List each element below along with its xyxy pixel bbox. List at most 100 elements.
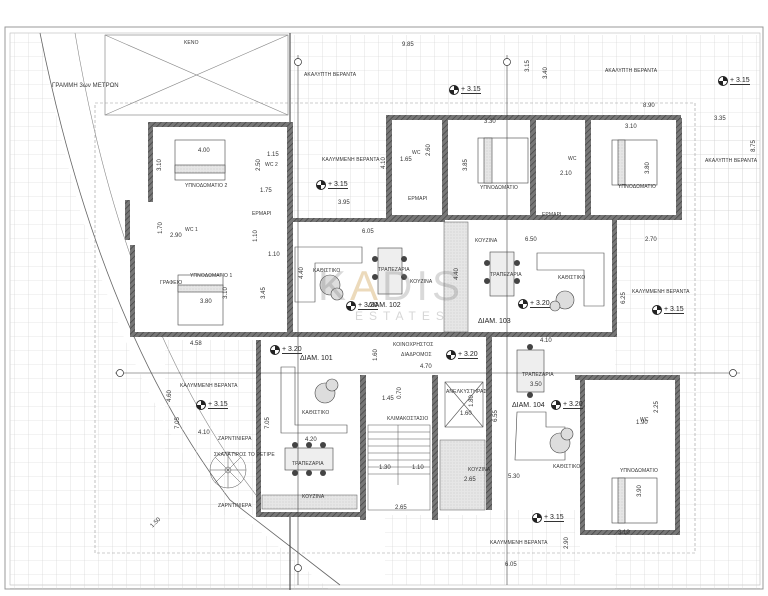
dimension: 3.45	[260, 287, 267, 299]
dimension: 4.60	[166, 390, 173, 402]
dimension: 2.65	[464, 477, 476, 483]
room-living-101: ΚΑΘΙΣΤΙΚΟ	[302, 410, 330, 416]
dimension: 7.05	[174, 417, 181, 429]
elevation-marker-102: + 3.20	[346, 301, 378, 311]
apartment-101-label: ΔΙΑΜ. 101	[300, 355, 333, 362]
dimension: 1.60	[372, 349, 379, 361]
elevation-marker-101: + 3.20	[270, 345, 302, 355]
dimension: 6.50	[525, 237, 537, 243]
dimension: 2.10	[560, 171, 572, 177]
room-kitchen-102: ΚΟΥΖΙΝΑ	[410, 279, 433, 285]
room-kitchen-103: ΚΟΥΖΙΝΑ	[475, 238, 498, 244]
apartment-103-label: ΔΙΑΜ. 103	[478, 318, 511, 325]
dimension: 5.30	[508, 474, 520, 480]
dimension: 4.00	[198, 148, 210, 154]
common-corridor-label-2: ΔΙΑΔΡΟΜΟΣ	[401, 352, 432, 358]
room-wc-a: WC	[412, 150, 421, 156]
room-wc-b: WC	[568, 156, 577, 162]
dimension: 4.10	[380, 157, 387, 169]
dimension: 3.10	[156, 159, 163, 171]
common-corridor-label-1: ΚΟΙΝΟΧΡΗΣΤΟΣ	[393, 342, 434, 348]
level-marker-icon	[446, 350, 456, 360]
room-dining-103: ΤΡΑΠΕΖΑΡΙΑ	[490, 272, 522, 278]
dimension: 4.10	[198, 430, 210, 436]
dimension: 1.45	[382, 396, 394, 402]
dimension: 1.10	[252, 230, 259, 242]
level-marker-icon	[652, 305, 662, 315]
dimension: 8.75	[750, 140, 757, 152]
level-marker-icon	[532, 513, 542, 523]
apartment-102-label: ΔΙΑΜ. 102	[368, 302, 401, 309]
dimension: 4.58	[190, 341, 202, 347]
dimension: 1.75	[260, 188, 272, 194]
room-dining-101: ΤΡΑΠΕΖΑΡΙΑ	[292, 461, 324, 467]
dimension: 6.05	[505, 562, 517, 568]
room-living-102: ΚΑΘΙΣΤΙΚΟ	[313, 268, 341, 274]
covered-veranda-label-3: ΚΑΛΥΜΜΕΝΗ ΒΕΡΑΝΤΑ	[180, 383, 238, 389]
room-wc-2: WC 2	[265, 162, 278, 168]
elevation-marker-veranda-topright: + 3.15	[718, 76, 750, 86]
apartment-104-label: ΔΙΑΜ. 104	[512, 402, 545, 409]
dimension: 6.55	[492, 410, 499, 422]
dimension: 1.10	[412, 465, 424, 471]
dimension: 4.10	[540, 338, 552, 344]
dimension: 6.05	[362, 229, 374, 235]
room-bedroom-a: ΥΠΝΟΔΩΜΑΤΙΟ	[480, 185, 518, 191]
dimension: 0.70	[396, 387, 403, 399]
dimension: 3.10	[222, 287, 229, 299]
room-living-104: ΚΑΘΙΣΤΙΚΟ	[553, 464, 581, 470]
planter-label-1: ΖΑΡΝΤΙΝΙΕΡΑ	[218, 436, 252, 442]
void-label: ΚΕΝΟ	[184, 40, 199, 46]
room-kitchen-104: ΚΟΥΖΙΝΑ	[468, 467, 491, 473]
elevation-marker-veranda-top: + 3.15	[449, 85, 481, 95]
closet-label-3: ΕΡΜΑΡΙ	[542, 212, 562, 218]
elevation-marker-104: + 3.20	[551, 400, 583, 410]
room-wc-1: WC 1	[185, 227, 198, 233]
elevation-marker-veranda-right: + 3.15	[652, 305, 684, 315]
covered-veranda-label-2: ΚΑΛΥΜΜΕΝΗ ΒΕΡΑΝΤΑ	[632, 289, 690, 295]
watermark-logo: KADIS	[318, 262, 465, 309]
dimension: 4.40	[453, 268, 460, 280]
level-marker-icon	[316, 180, 326, 190]
dimension: 7.05	[264, 417, 271, 429]
dimension: 1.10	[268, 252, 280, 258]
dimension: 3.15	[524, 60, 531, 72]
spiral-stair-label: ΣΚΑΛΑ ΠΡΟΣ ΤΟ ΡΕΤΙΡΕ	[214, 452, 275, 458]
open-veranda-label-3: ΑΚΑΛΥΠΤΗ ΒΕΡΑΝΤΑ	[705, 158, 758, 164]
dimension: 1.80	[468, 395, 475, 407]
staircase-label: ΚΛΙΜΑΚΟΣΤΑΣΙΟ	[387, 416, 429, 422]
dimension: 3.50	[530, 382, 542, 388]
dimension: 4.70	[420, 364, 432, 370]
dimension: 9.85	[402, 42, 414, 48]
elevation-marker-veranda-south: + 3.15	[532, 513, 564, 523]
dimension: 3.90	[636, 485, 643, 497]
dimension: 1.15	[267, 152, 279, 158]
dimension: 3.80	[644, 162, 651, 174]
dimension: 2.90	[563, 537, 570, 549]
dimension: 8.90	[643, 103, 655, 109]
room-bedroom-c: ΥΠΝΟΔΩΜΑΤΙΟ	[620, 468, 658, 474]
room-wc-c: WC	[640, 417, 649, 423]
level-marker-icon	[718, 76, 728, 86]
room-living-103: ΚΑΘΙΣΤΙΚΟ	[558, 275, 586, 281]
level-marker-icon	[551, 400, 561, 410]
dimension: 1.65	[400, 157, 412, 163]
dimension: 2.60	[425, 144, 432, 156]
dimension: 1.30	[379, 465, 391, 471]
level-marker-icon	[346, 301, 356, 311]
room-bedroom-b: ΥΠΝΟΔΩΜΑΤΙΟ	[618, 184, 656, 190]
dimension: 2.70	[645, 237, 657, 243]
covered-veranda-label-4: ΚΑΛΥΜΜΕΝΗ ΒΕΡΑΝΤΑ	[490, 540, 548, 546]
closet-label-2: ΕΡΜΑΡΙ	[408, 196, 428, 202]
elevation-marker-veranda-sw: + 3.15	[196, 400, 228, 410]
dimension: 6.25	[620, 292, 627, 304]
room-kitchen-101: ΚΟΥΖΙΝΑ	[302, 494, 325, 500]
dimension: 3.10	[625, 124, 637, 130]
dimension: 4.20	[305, 437, 317, 443]
dimension: 2.65	[395, 505, 407, 511]
dimension: 1.70	[157, 222, 164, 234]
room-dining-102: ΤΡΑΠΕΖΑΡΙΑ	[378, 267, 410, 273]
room-dining-104: ΤΡΑΠΕΖΑΡΙΑ	[522, 372, 554, 378]
level-marker-icon	[518, 299, 528, 309]
